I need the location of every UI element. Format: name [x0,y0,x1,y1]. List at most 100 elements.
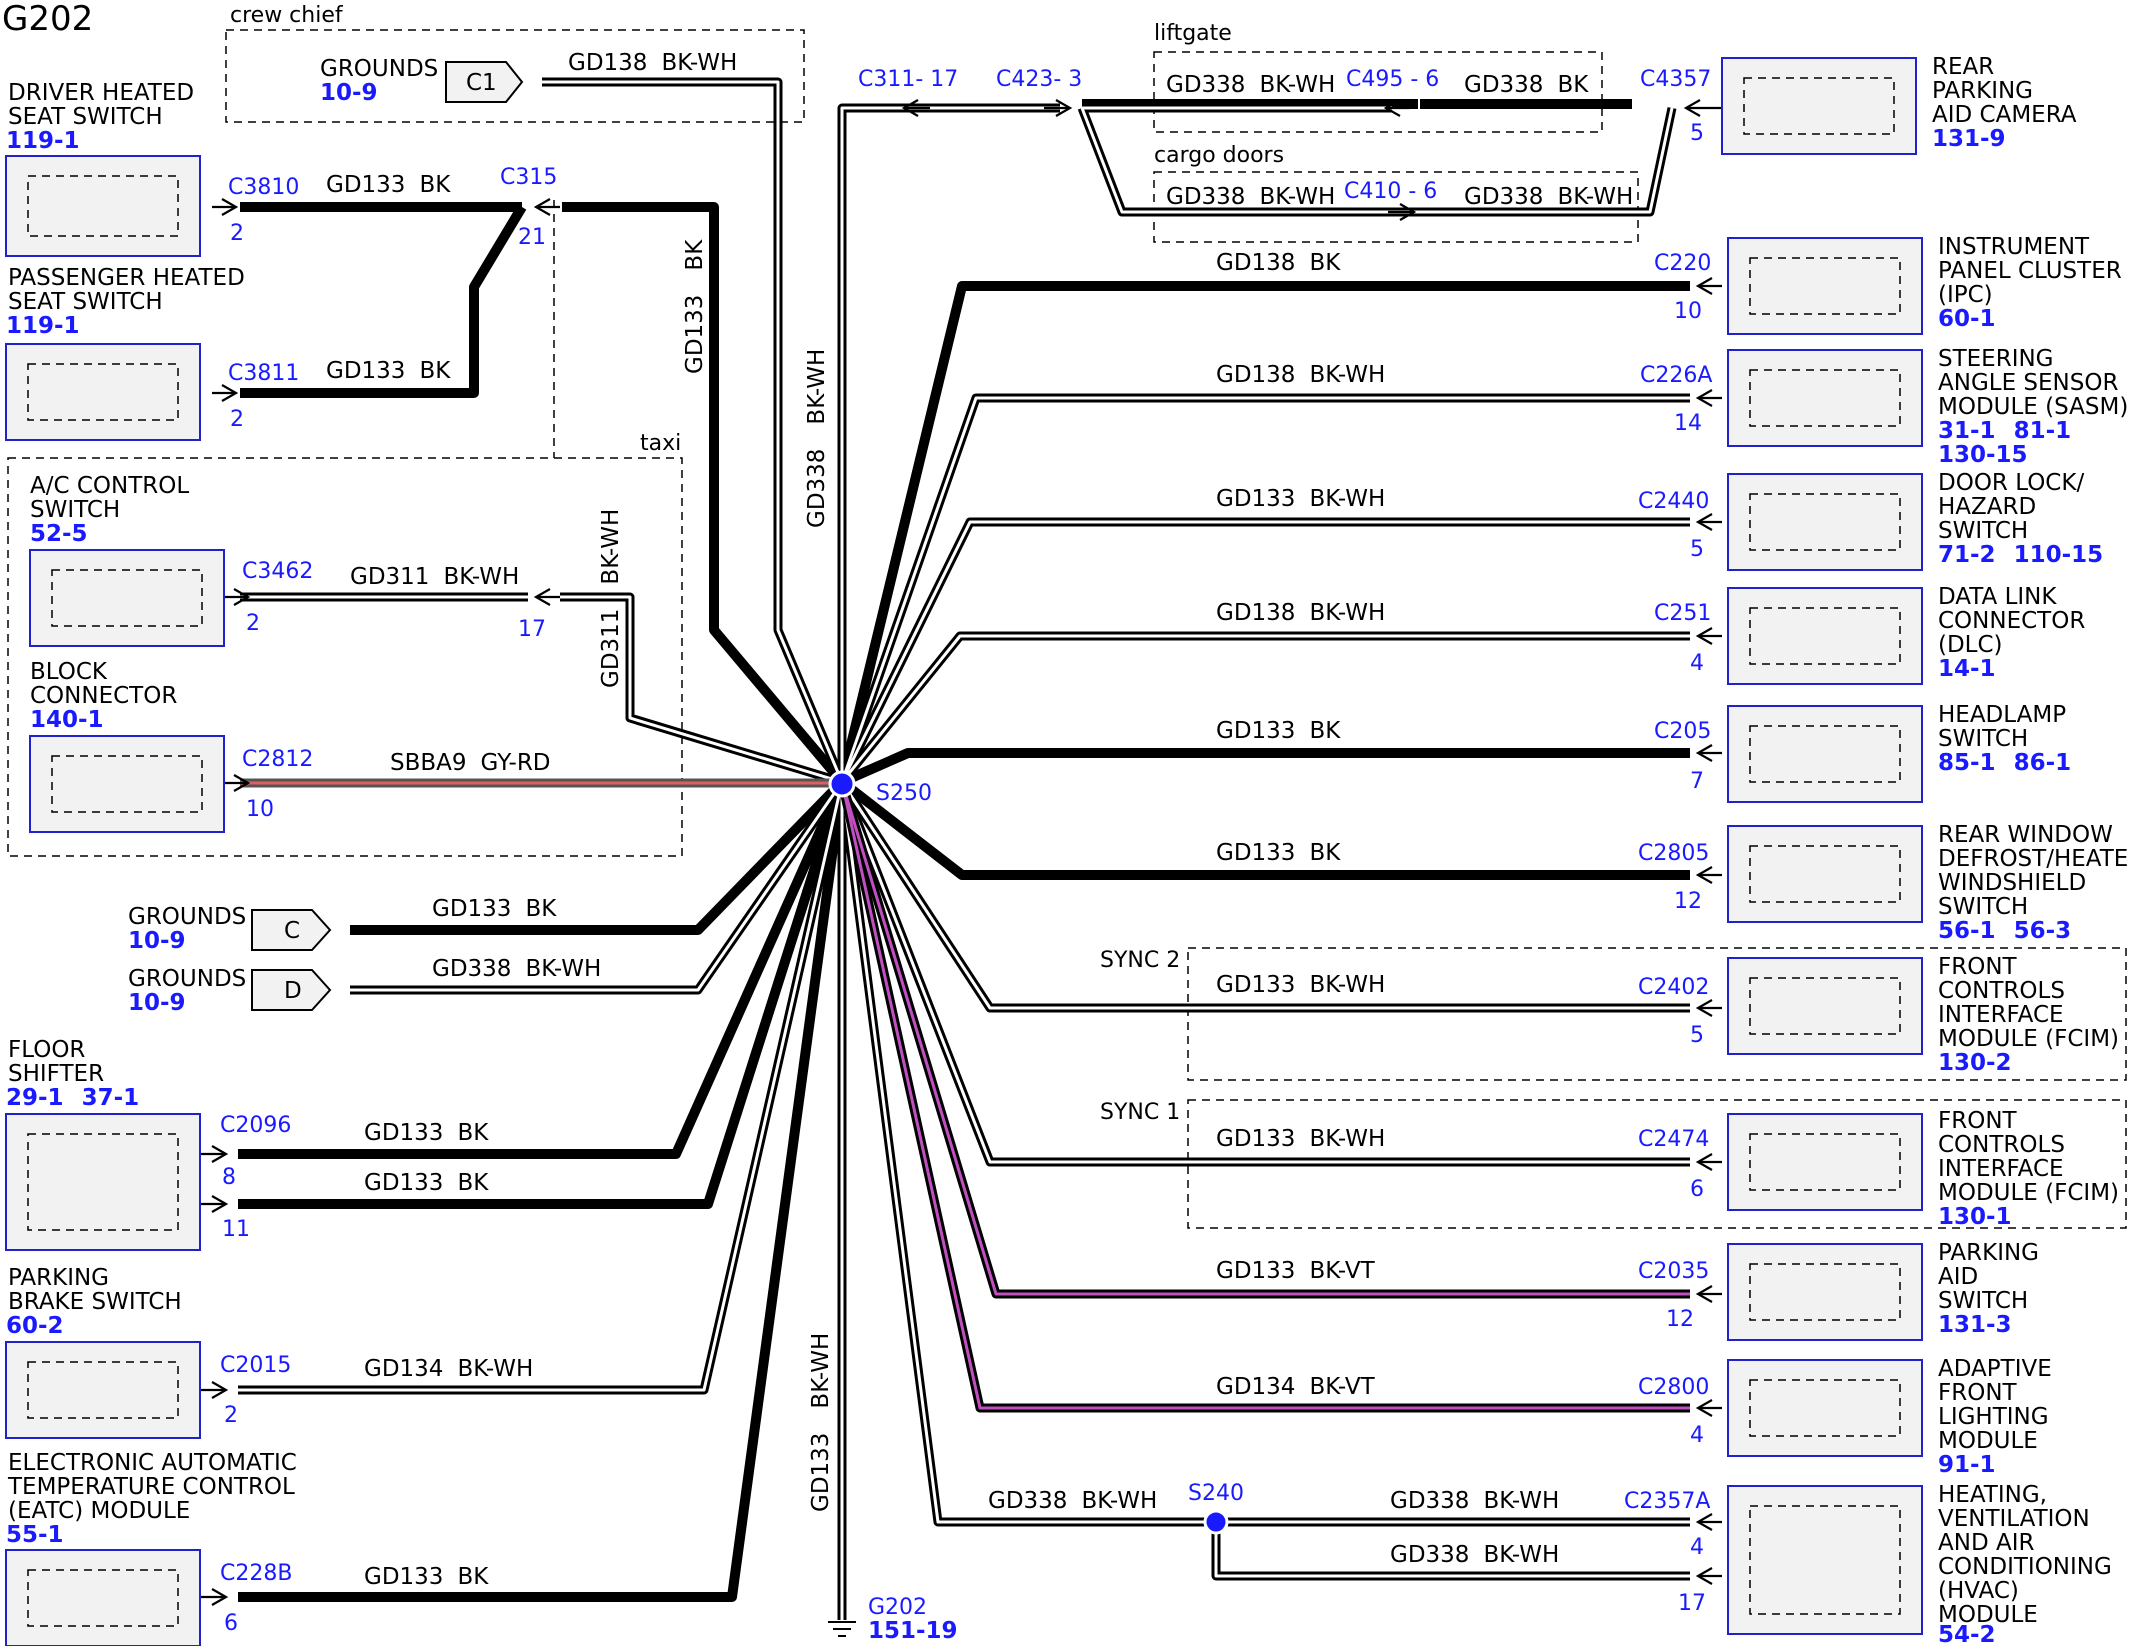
splice-s250: S250 [828,770,932,806]
svg-text:C2357A: C2357A [1624,1489,1710,1514]
ground-point-ref[interactable]: 151-19 [868,1618,958,1644]
svg-text:11: 11 [222,1217,250,1242]
svg-text:GD133BK: GD133BK [1216,718,1341,744]
svg-text:C220: C220 [1654,251,1711,276]
box-passenger-heated-seat-switch [5,343,201,441]
ground-ref[interactable]: 10-9 [128,990,186,1016]
svg-text:GD133BK: GD133BK [682,239,708,374]
svg-text:C226A: C226A [1640,363,1712,388]
svg-text:C2800: C2800 [1638,1375,1709,1400]
ground-ref[interactable]: 10-9 [320,80,378,106]
component-ref[interactable]: 130-1 [1938,1204,2012,1230]
svg-text:GD133BK-WH: GD133BK-WH [1216,972,1385,998]
svg-text:GD133BK: GD133BK [326,172,451,198]
component-ref[interactable]: 119-1 [6,313,80,339]
group-label-liftgate: liftgate [1154,21,1232,46]
box-headlamp-switch [1727,705,1923,803]
svg-text:C3462: C3462 [242,559,313,584]
ground-c1: GROUNDS 10-9 C1 [320,56,524,106]
svg-text:C423- 3: C423- 3 [996,67,1082,92]
svg-text:C2096: C2096 [220,1113,291,1138]
svg-text:6: 6 [224,1611,238,1636]
svg-text:GD133BK-WH: GD133BK-WH [1216,486,1385,512]
svg-text:C3811: C3811 [228,361,299,386]
connector-labels: C3810 2 C3811 2 C315 21 17 C3462 2 C2812… [220,67,1712,1636]
svg-text:6: 6 [1690,1177,1704,1202]
component-ref[interactable]: 60-2 [6,1313,64,1339]
component-ref[interactable]: 119-1 [6,128,80,154]
component-ref[interactable]: 140-1 [30,707,104,733]
svg-text:5: 5 [1690,121,1704,146]
svg-text:17: 17 [518,617,546,642]
svg-text:GROUNDS: GROUNDS [128,966,246,992]
svg-text:GD133BK: GD133BK [1216,840,1341,866]
ground-point-id: G202 [868,1595,927,1620]
svg-text:GD338BK-WH: GD338BK-WH [1166,184,1335,210]
box-dlc [1727,587,1923,685]
svg-text:GD338BK-WH: GD338BK-WH [1166,72,1335,98]
connector-arrows [200,99,1722,1606]
svg-text:GD338BK-WH: GD338BK-WH [1464,184,1633,210]
svg-text:5: 5 [1690,537,1704,562]
ground-d: GROUNDS 10-9 D [128,966,332,1016]
svg-text:2: 2 [230,407,244,432]
component-ref[interactable]: 91-1 [1938,1452,1996,1478]
svg-text:2: 2 [224,1403,238,1428]
ground-ref[interactable]: 10-9 [128,928,186,954]
group-label-crew-chief: crew chief [230,3,344,28]
ground-tag: C [284,918,300,944]
box-parking-brake-switch [5,1341,201,1439]
box-rear-window-defrost-switch [1727,825,1923,923]
box-ac-control-switch [29,549,225,647]
svg-text:GD133BK: GD133BK [364,1564,489,1590]
svg-text:C205: C205 [1654,719,1711,744]
component-ref[interactable]: 131-3 [1938,1312,2012,1338]
ground-symbol [828,1621,856,1637]
svg-text:C2035: C2035 [1638,1259,1709,1284]
svg-text:GD133BK: GD133BK [326,358,451,384]
svg-text:C3810: C3810 [228,175,299,200]
component-ref[interactable]: 55-1 [6,1522,64,1548]
svg-text:C311- 17: C311- 17 [858,67,958,92]
component-ref[interactable]: 14-1 [1938,656,1996,682]
page-title: G202 [2,0,93,39]
svg-text:GD311BK-WH: GD311BK-WH [598,509,624,688]
component-ref[interactable]: 54-2 [1938,1622,1996,1646]
component-ref[interactable]: 52-5 [30,521,88,547]
box-rear-parking-aid-camera [1721,57,1917,155]
svg-text:C228B: C228B [220,1561,292,1586]
box-parking-aid-switch [1727,1243,1923,1341]
svg-text:4: 4 [1690,1423,1704,1448]
svg-text:C495 - 6: C495 - 6 [1346,67,1439,92]
svg-text:C2015: C2015 [220,1353,291,1378]
svg-text:2: 2 [230,221,244,246]
svg-text:GD338BK-WH: GD338BK-WH [1390,1488,1559,1514]
svg-text:17: 17 [1678,1591,1706,1616]
component-ref[interactable]: 130-2 [1938,1050,2012,1076]
svg-text:C410 - 6: C410 - 6 [1344,179,1437,204]
svg-text:12: 12 [1674,889,1702,914]
svg-text:21: 21 [518,225,546,250]
svg-text:C2805: C2805 [1638,841,1709,866]
box-block-connector [29,735,225,833]
component-ref[interactable]: 131-9 [1932,126,2006,152]
svg-text:C4357: C4357 [1640,67,1711,92]
component-ref[interactable]: 60-1 [1938,306,1996,332]
